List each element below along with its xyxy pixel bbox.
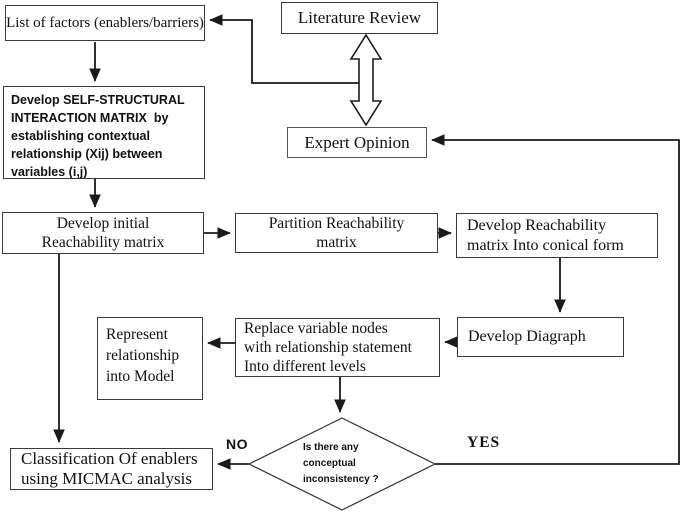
edge-label-yes: YES [467,434,501,451]
node-conical-form: Develop Reachability matrix Into conical… [456,213,658,258]
node-replace-variable-nodes-label: Replace variable nodes with relationship… [244,320,412,375]
decision-diamond-label: Is there any conceptual inconsistency ? [303,442,379,485]
node-partition-reachability: Partition Reachability matrix [235,213,438,253]
node-develop-diagraph-label: Develop Diagraph [468,328,586,345]
double-arrow-literature-expert [349,33,383,127]
node-literature-review-label: Literature Review [297,8,422,28]
decision-diamond [247,417,437,511]
node-ssim-matrix-label: Develop SELF-STRUCTURAL INTERACTION MATR… [11,93,185,179]
node-represent-model: Represent relationship into Model [97,317,203,400]
node-initial-reachability-label: Develop initial Reachability matrix [41,214,165,251]
node-conical-form-label: Develop Reachability matrix Into conical… [467,216,624,254]
edge-label-no: NO [226,436,248,452]
node-list-of-factors-label: List of factors (enablers/barriers) [6,14,204,31]
node-develop-diagraph: Develop Diagraph [457,317,624,357]
edge-expert-to-list [209,14,360,84]
node-initial-reachability: Develop initial Reachability matrix [2,212,204,254]
node-classification-micmac: Classification Of enablers using MICMAC … [10,448,213,490]
node-represent-model-label: Represent relationship into Model [106,326,180,385]
edge-decision-yes [431,134,680,465]
node-literature-review: Literature Review [281,2,438,34]
node-ssim-matrix: Develop SELF-STRUCTURAL INTERACTION MATR… [3,86,205,179]
node-expert-opinion: Expert Opinion [287,127,427,158]
node-classification-micmac-label: Classification Of enablers using MICMAC … [21,449,198,488]
node-partition-reachability-label: Partition Reachability matrix [268,214,405,251]
node-expert-opinion-label: Expert Opinion [304,132,410,152]
node-replace-variable-nodes: Replace variable nodes with relationship… [235,318,440,377]
node-list-of-factors: List of factors (enablers/barriers) [5,5,205,41]
